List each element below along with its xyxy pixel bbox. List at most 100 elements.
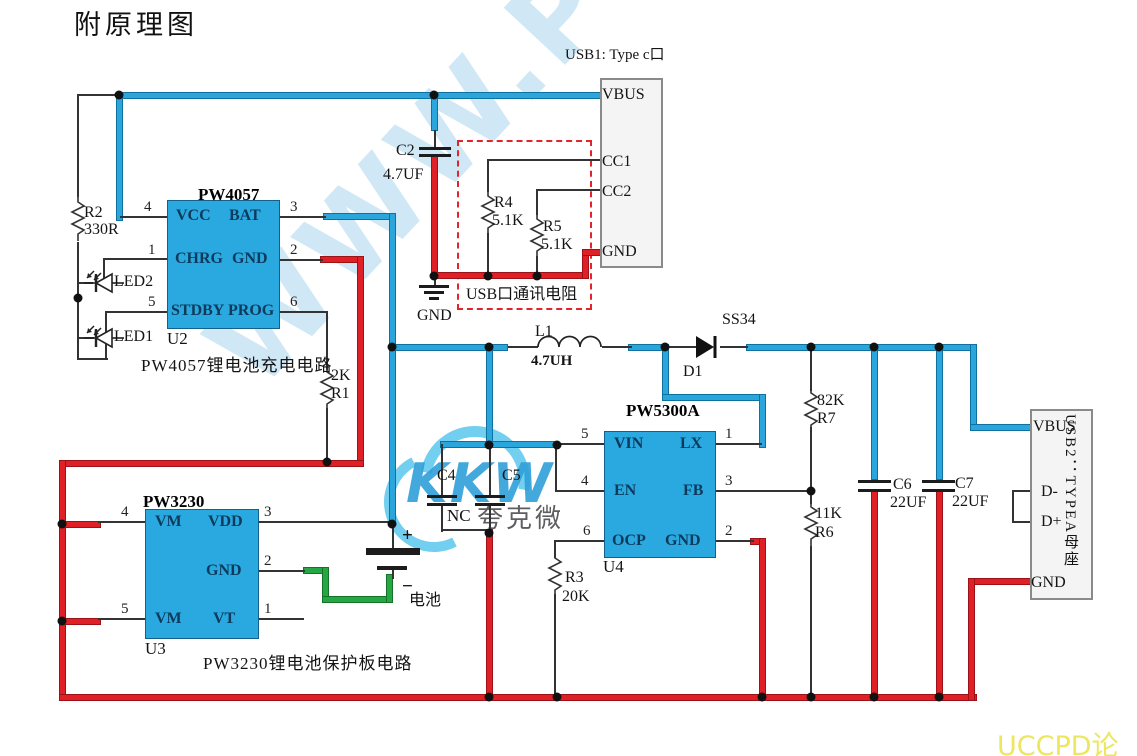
wire-c7-bottom xyxy=(936,491,943,701)
wire xyxy=(441,529,491,531)
wire xyxy=(434,279,436,286)
r2-ref: R2 xyxy=(84,204,103,221)
wire-left-row xyxy=(59,460,364,467)
r3-ref: R3 xyxy=(565,569,584,586)
wire-c6-bottom xyxy=(871,491,878,701)
u3-part-name: PW3230 xyxy=(143,492,205,511)
r3-value: 20K xyxy=(562,588,590,605)
c2-value: 4.7UF xyxy=(383,166,424,183)
wire xyxy=(667,346,696,348)
wire xyxy=(554,540,556,558)
u2-pin-number: 4 xyxy=(144,199,152,215)
wire-u4-gnd-v xyxy=(759,538,766,701)
d1-ref: D1 xyxy=(683,363,703,380)
wire-usb2-gnd-v xyxy=(968,578,975,701)
junction xyxy=(806,342,816,352)
u4-pin-number: 5 xyxy=(581,426,589,442)
wire xyxy=(810,491,812,504)
c6-value: 22UF xyxy=(890,494,927,511)
junction xyxy=(387,342,397,352)
wire-c7-top xyxy=(936,347,943,480)
cap-c5-plate xyxy=(475,495,505,498)
led2-ref: LED2 xyxy=(114,273,154,290)
u3-pin-number: 2 xyxy=(264,553,272,569)
usb-comm-resistor-box xyxy=(457,140,592,310)
wire-bat xyxy=(323,213,396,220)
wire xyxy=(326,311,328,370)
wire xyxy=(487,159,489,192)
d1-part: SS34 xyxy=(722,311,756,328)
c7-value: 22UF xyxy=(952,493,989,510)
wire xyxy=(489,505,491,531)
chip-u4-pw5300a xyxy=(604,431,716,558)
wire xyxy=(714,490,812,492)
led1-icon xyxy=(84,325,124,349)
junction xyxy=(57,616,67,626)
resistor-r1 xyxy=(319,367,335,411)
u4-pin-fb: FB xyxy=(683,482,704,499)
wire xyxy=(434,130,436,148)
resistor-r6 xyxy=(803,502,819,546)
resistor-r7 xyxy=(803,388,819,432)
wire-c6-top xyxy=(871,347,878,480)
u4-pin-en: EN xyxy=(614,482,637,499)
u2-pin-bat: BAT xyxy=(229,207,261,224)
u3-pin-vm1: VM xyxy=(155,513,182,530)
cap-c6-plate xyxy=(858,480,891,483)
wire-vbus-top xyxy=(116,92,603,99)
resistor-r5 xyxy=(529,214,545,258)
wire-lx-elbow-v2 xyxy=(759,394,766,448)
usb2-pin-gnd: GND xyxy=(1031,574,1066,591)
usb2-label: USB2：TYPEA母座 xyxy=(1062,414,1078,569)
u4-pin-number: 2 xyxy=(725,523,733,539)
wire xyxy=(602,346,632,348)
cap-c2-plate xyxy=(419,154,451,157)
junction xyxy=(429,90,439,100)
wire-bottom-rail xyxy=(59,694,977,701)
c6-ref: C6 xyxy=(893,476,912,493)
c5-ref: C5 xyxy=(502,467,521,484)
wire xyxy=(714,540,754,542)
battery-plus-plate xyxy=(366,548,420,555)
cap-c7-plate xyxy=(922,489,955,492)
wire xyxy=(555,443,557,492)
ground-symbol xyxy=(419,285,449,288)
r7-value: 82K xyxy=(817,392,845,409)
u2-pin-number: 3 xyxy=(290,199,298,215)
junction xyxy=(869,692,879,702)
chip-u3-pw3230 xyxy=(145,509,259,639)
usb-comm-caption: USB口通讯电阻 xyxy=(466,286,578,303)
u3-pin-number: 1 xyxy=(264,601,272,617)
u2-pin-number: 5 xyxy=(148,294,156,310)
wire xyxy=(278,311,328,313)
u3-pin-vt: VT xyxy=(213,610,236,627)
u3-pin-number: 4 xyxy=(121,504,129,520)
wire-vcc-drop xyxy=(116,92,123,221)
usb2-pin-vbus: VBUS xyxy=(1033,418,1076,435)
wire xyxy=(536,189,538,215)
u2-pin-prog: PROG xyxy=(228,302,275,319)
r7-ref: R7 xyxy=(817,410,836,427)
wire xyxy=(555,490,606,492)
wire-vin-drop xyxy=(486,344,493,448)
wire xyxy=(720,346,748,348)
wire xyxy=(536,256,538,277)
u2-pin-number: 2 xyxy=(290,242,298,258)
cap-c4-plate xyxy=(427,495,457,498)
r5-value: 5.1K xyxy=(541,236,573,253)
junction xyxy=(57,519,67,529)
wire xyxy=(278,216,326,218)
junction xyxy=(806,692,816,702)
u4-pin-number: 4 xyxy=(581,473,589,489)
u2-pin-number: 1 xyxy=(148,242,156,258)
u3-pin-number: 5 xyxy=(121,601,129,617)
wire-u2-gnd-v xyxy=(357,256,364,467)
wire xyxy=(487,159,602,161)
r6-value: 11K xyxy=(815,505,842,522)
wire xyxy=(278,259,323,261)
junction xyxy=(806,486,816,496)
wire xyxy=(508,346,538,348)
battery-minus-sign: − xyxy=(402,576,413,597)
wire-usb2-gnd-h xyxy=(968,578,1033,585)
junction xyxy=(322,457,332,467)
